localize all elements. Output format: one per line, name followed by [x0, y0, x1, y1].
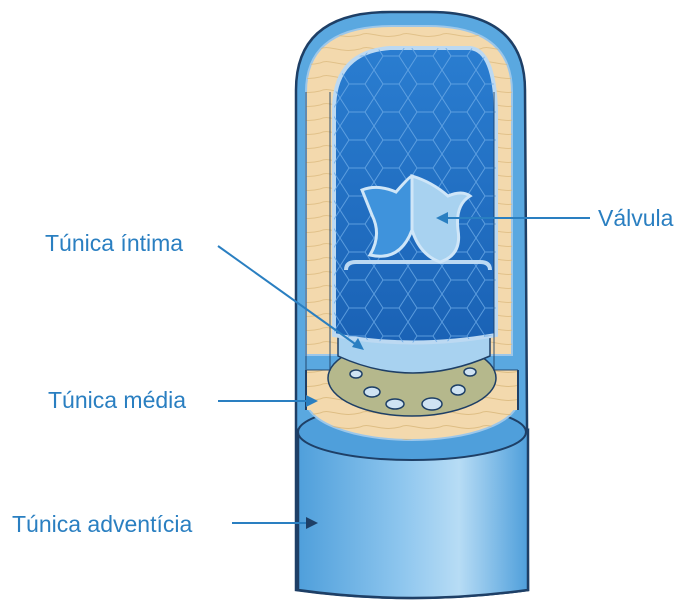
label-tunica-adventicia-group: Túnica adventícia	[12, 511, 318, 537]
label-valvula: Válvula	[598, 205, 674, 231]
label-tunica-intima: Túnica íntima	[45, 230, 183, 256]
label-tunica-media: Túnica média	[48, 387, 186, 413]
label-tunica-media-group: Túnica média	[48, 387, 318, 413]
label-tunica-adventicia: Túnica adventícia	[12, 511, 192, 537]
